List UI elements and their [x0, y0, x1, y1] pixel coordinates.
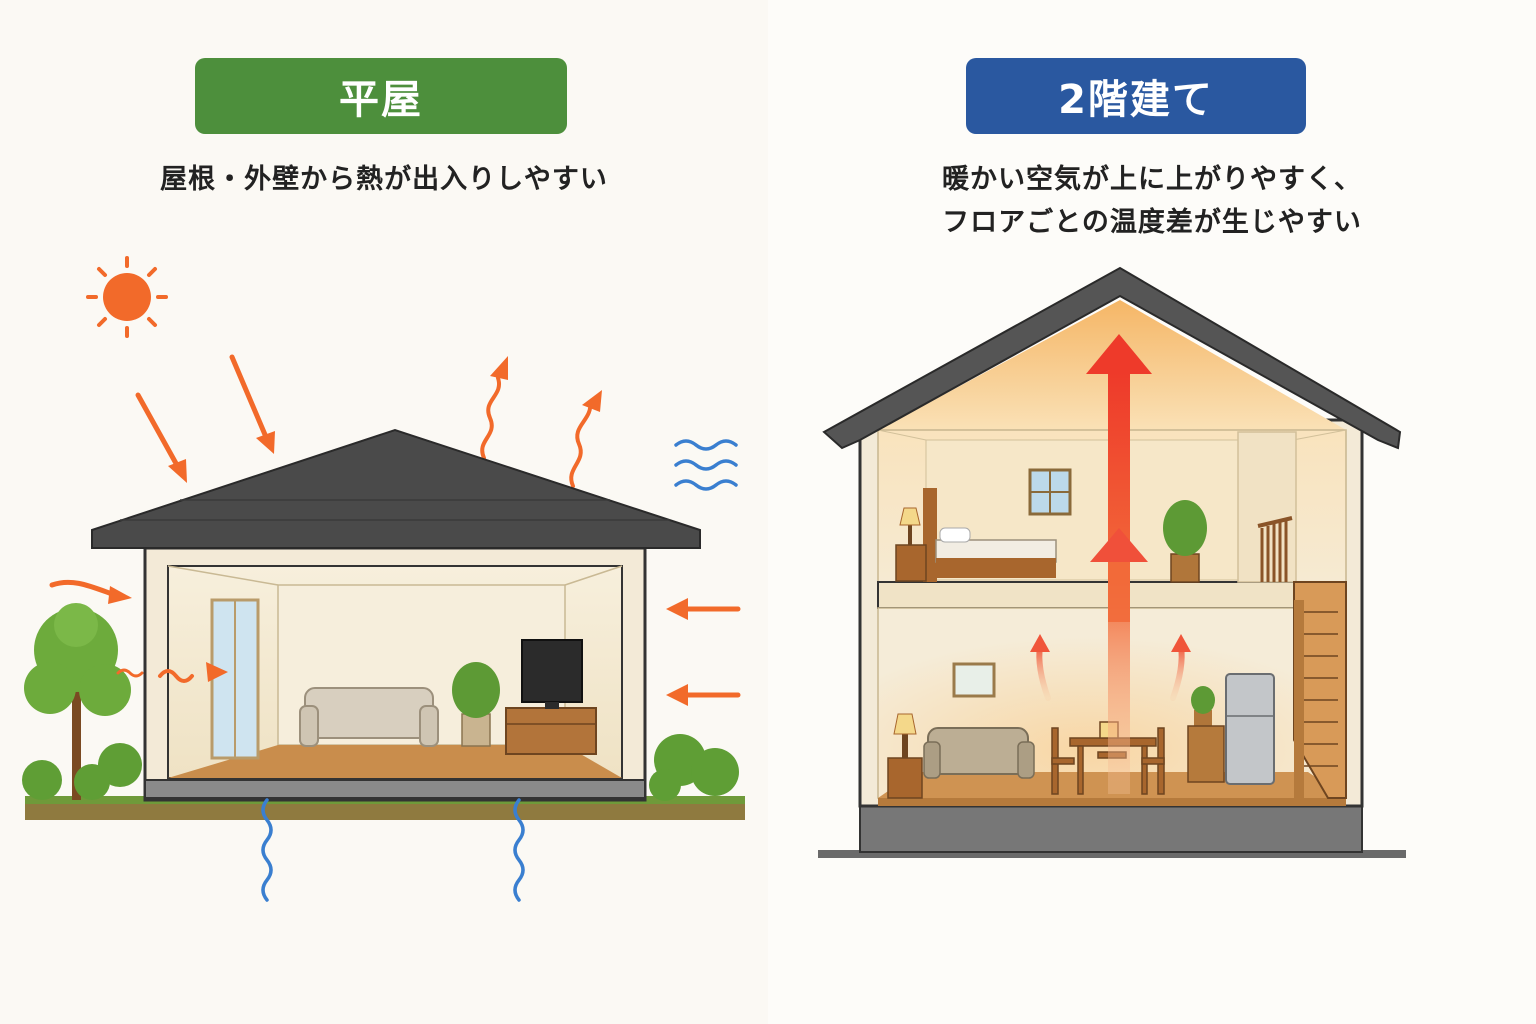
- tree: [24, 603, 131, 800]
- solar-heat-arrows: [135, 354, 275, 483]
- roof: [822, 266, 1402, 450]
- two-story-house-illustration: [818, 266, 1406, 858]
- wall-picture: [952, 662, 996, 698]
- refrigerator: [1225, 673, 1275, 785]
- single-story-panel: 平屋 屋根・外壁から熱が出入りしやすい: [22, 58, 745, 902]
- floor-lamp-table: [887, 713, 923, 799]
- tv-stand: [505, 639, 597, 755]
- downstairs-sofa: [923, 727, 1035, 779]
- single-story-house-illustration: [22, 256, 745, 902]
- two-story-caption: 暖かい空気が上に上がりやすく、 フロアごとの温度差が生じやすい: [768, 158, 1536, 244]
- ground: [818, 850, 1406, 858]
- ground-cold-waves: [261, 798, 525, 902]
- wall-heat-arrows: [49, 579, 741, 706]
- warm-air-rising-arrows: [1030, 334, 1191, 794]
- potted-plant: [452, 662, 500, 747]
- two-story-caption-line1: 暖かい空気が上に上がりやすく、: [942, 164, 1362, 195]
- sofa: [299, 687, 439, 747]
- two-story-title: 2階建て: [966, 58, 1306, 134]
- heat-escape-arrows: [480, 356, 602, 488]
- roof: [91, 428, 701, 549]
- upstairs-window: [1028, 468, 1072, 516]
- single-story-caption: 屋根・外壁から熱が出入りしやすい: [160, 164, 608, 195]
- sun-icon: [86, 256, 168, 338]
- foundation: [859, 804, 1363, 853]
- cabinet: [1187, 725, 1225, 783]
- two-story-panel: 2階建て 暖かい空気が上に上がりやすく、 フロアごとの温度差が生じやすい: [768, 0, 1536, 1024]
- single-story-house: [91, 428, 701, 802]
- staircase: [1257, 516, 1347, 799]
- nightstand-lamp: [895, 507, 927, 582]
- downstairs-plant: [1191, 686, 1215, 726]
- bushes: [22, 734, 739, 801]
- single-story-title: 平屋: [195, 58, 567, 134]
- upstairs-plant: [1163, 500, 1207, 583]
- cold-wind-waves: [674, 439, 738, 491]
- two-story-caption-line2: フロアごとの温度差が生じやすい: [942, 207, 1362, 238]
